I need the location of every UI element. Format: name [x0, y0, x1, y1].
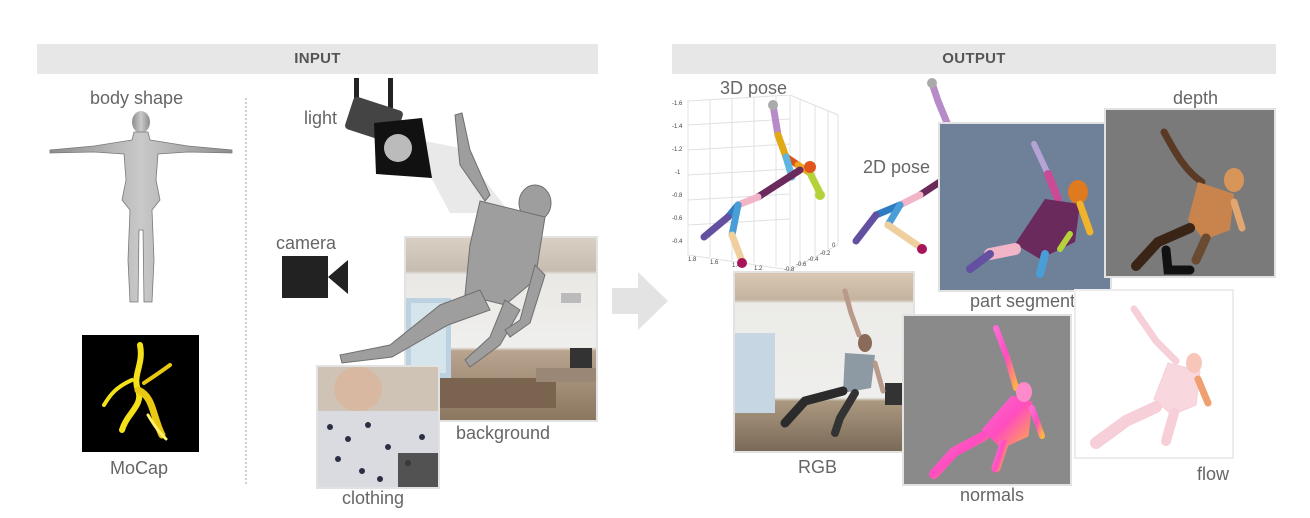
depth-image	[1104, 108, 1276, 278]
pose3d-ytick: -1.6	[672, 101, 683, 107]
rgb-image	[733, 271, 915, 453]
pose3d-xtick: 1.6	[710, 260, 719, 266]
posed-body-mesh	[339, 112, 552, 368]
clothing-label: clothing	[342, 488, 405, 508]
pose3d-ztick: -0.2	[820, 251, 831, 257]
pose3d-ytick: -0.8	[672, 193, 683, 199]
depth-label: depth	[1173, 88, 1219, 108]
normals-label: normals	[960, 485, 1025, 505]
background-label: background	[456, 423, 551, 443]
mocap-panel	[82, 335, 199, 452]
pose3d-ytick: -0.6	[672, 216, 683, 222]
pose3d-label: 3D pose	[720, 78, 788, 98]
input-to-output-arrow	[612, 272, 668, 330]
input-header: INPUT	[37, 44, 598, 74]
body-shape-label: body shape	[90, 88, 184, 108]
pose3d-ytick: -1.4	[672, 124, 683, 130]
output-header: OUTPUT	[672, 44, 1276, 74]
pose3d-ytick: -1	[675, 170, 681, 176]
pose3d-xtick: 1.2	[754, 266, 763, 272]
flow-label: flow	[1197, 464, 1230, 484]
pose3d-ztick: -0.6	[796, 262, 807, 268]
pose3d-xtick: 1.4	[732, 263, 741, 269]
pose2d-label: 2D pose	[863, 157, 931, 177]
pose3d-ytick: -1.2	[672, 147, 683, 153]
input-divider	[245, 98, 247, 484]
clothing-image	[316, 365, 440, 489]
pose3d-xtick: 1.8	[688, 257, 697, 263]
pose3d-ztick: 0	[832, 243, 836, 249]
part-segments-label: part segments	[970, 291, 1085, 311]
pose3d-ytick: -0.4	[672, 239, 683, 245]
rgb-label: RGB	[798, 457, 838, 477]
normals-image	[902, 314, 1072, 486]
mocap-label: MoCap	[110, 458, 169, 478]
pose3d-plot: -1.6 -1.4 -1.2 -1 -0.8 -0.6 -0.4 1.8 1.6…	[672, 95, 839, 273]
part-segments-image	[938, 122, 1112, 292]
pose3d-ztick: -0.8	[784, 267, 795, 273]
camera-icon	[282, 256, 348, 298]
pose3d-ztick: -0.4	[808, 257, 819, 263]
camera-label: camera	[276, 233, 337, 253]
mocap-trails	[102, 342, 172, 441]
body-shape-figure	[49, 111, 233, 303]
light-label: light	[304, 108, 338, 128]
flow-image	[1074, 289, 1234, 459]
